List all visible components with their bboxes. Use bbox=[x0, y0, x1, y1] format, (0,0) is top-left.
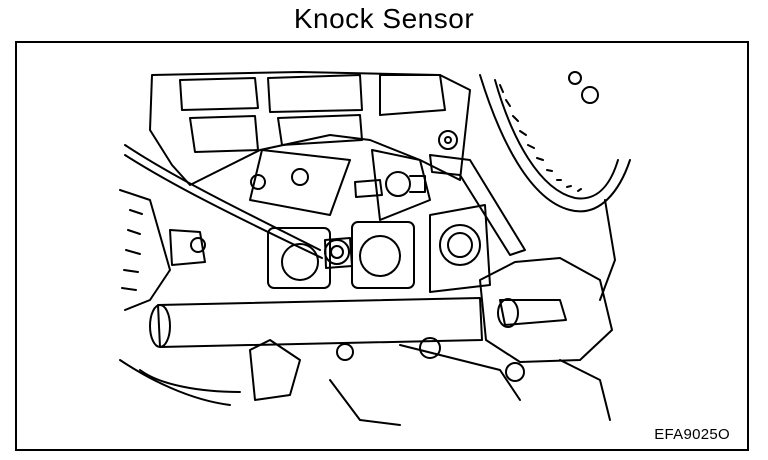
figure-code: EFA9025O bbox=[654, 426, 730, 443]
intake-ports bbox=[267, 204, 491, 293]
engine-block-outline bbox=[149, 71, 471, 221]
block-bolts bbox=[250, 71, 599, 190]
flywheel bbox=[479, 74, 631, 301]
sensor-wire bbox=[124, 144, 323, 259]
lower-components bbox=[249, 337, 611, 426]
figure-frame bbox=[15, 41, 749, 451]
extension-bar bbox=[149, 297, 483, 348]
knock-sensor bbox=[324, 237, 353, 269]
socket-wrench bbox=[479, 257, 613, 363]
upper-sensor bbox=[354, 171, 426, 198]
bracket-bar bbox=[429, 154, 526, 256]
diagram-title: Knock Sensor bbox=[293, 3, 475, 34]
left-components bbox=[119, 189, 241, 406]
